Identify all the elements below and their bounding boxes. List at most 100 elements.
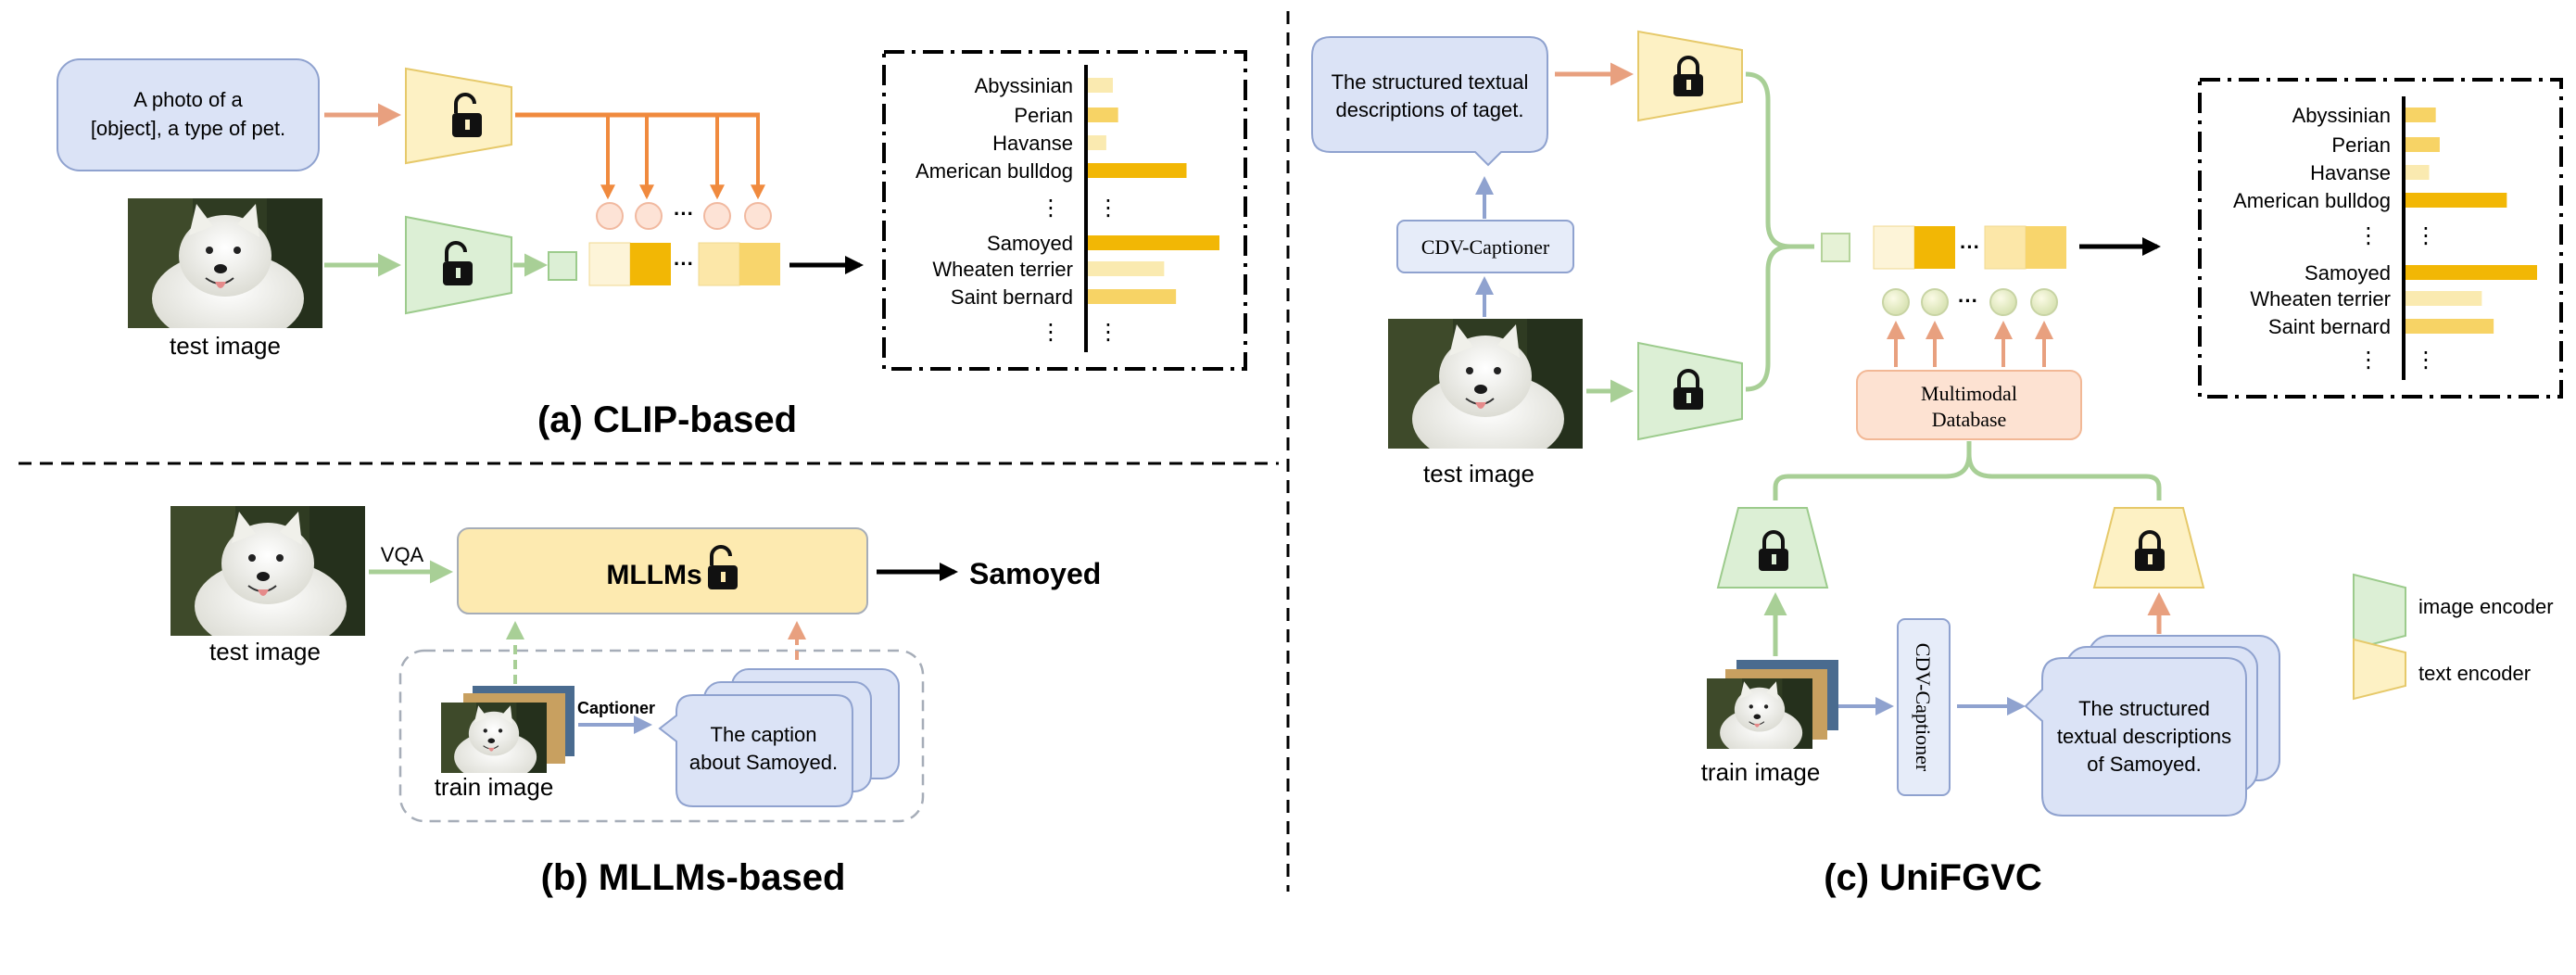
lock-open-icon bbox=[443, 241, 473, 285]
similarity-cell bbox=[630, 243, 671, 285]
samoyed-description-line-3: of Samoyed. bbox=[2087, 753, 2202, 776]
caption-line-2: about Samoyed. bbox=[689, 751, 838, 774]
bar bbox=[2406, 319, 2494, 334]
cdv-captioner-label: CDV-Captioner bbox=[1912, 643, 1935, 772]
training-context-box bbox=[398, 649, 925, 823]
multimodal-database bbox=[1856, 370, 2082, 440]
bar-label: Samoyed bbox=[987, 232, 1073, 255]
similarity-cell bbox=[1984, 225, 2027, 270]
bar-label: Wheaten terrier bbox=[932, 258, 1073, 281]
bar bbox=[1088, 78, 1113, 93]
target-description-line-1: The structured textual bbox=[1332, 70, 1529, 94]
test-image-label: test image bbox=[209, 638, 321, 665]
bar-label: American bulldog bbox=[2233, 189, 2391, 212]
text-feature-node bbox=[744, 202, 772, 230]
cdv-captioner-box bbox=[1396, 220, 1574, 273]
similarity-cell bbox=[2026, 226, 2066, 269]
test-image-c bbox=[1388, 319, 1583, 465]
text-encoder bbox=[2092, 507, 2205, 589]
mllms-output: Samoyed bbox=[969, 557, 1101, 590]
bar bbox=[2406, 108, 2436, 122]
text-feature-node bbox=[703, 202, 731, 230]
bar-label: Havanse bbox=[2310, 161, 2391, 184]
ellipsis: ··· bbox=[674, 202, 694, 225]
mllms-box bbox=[457, 527, 868, 614]
samoyed-description-line-2: textual descriptions bbox=[2057, 725, 2231, 748]
cdv-captioner-label: CDV-Captioner bbox=[1421, 235, 1550, 259]
bar bbox=[2406, 137, 2440, 152]
panel-a: A photo of a [object], a type of pet. ··… bbox=[57, 50, 1247, 440]
vdots: ⋮ bbox=[2415, 348, 2437, 373]
bar-label: Saint bernard bbox=[2268, 315, 2391, 338]
bar-label: Saint bernard bbox=[951, 285, 1073, 309]
vqa-label: VQA bbox=[381, 543, 424, 566]
bar-label: Samoyed bbox=[2305, 261, 2391, 285]
test-image-label: test image bbox=[1423, 460, 1534, 488]
mllms-label: MLLMs bbox=[606, 560, 701, 590]
test-image-b bbox=[170, 506, 365, 652]
database-feature-node bbox=[2030, 288, 2058, 316]
database-connector-right bbox=[1966, 453, 2162, 500]
cdv-captioner-box bbox=[1897, 618, 1951, 796]
similarity-cell bbox=[698, 242, 740, 286]
lock-closed-icon bbox=[1759, 530, 1788, 571]
bar bbox=[2406, 265, 2537, 280]
bar-label: Perian bbox=[1014, 104, 1073, 127]
image-encoder bbox=[1716, 507, 1829, 589]
samoyed-description-bubble bbox=[2024, 657, 2247, 817]
train-image-stack-c bbox=[1707, 660, 1838, 758]
panel-c: The structured textual descriptions of t… bbox=[1311, 30, 2563, 898]
image-feature bbox=[548, 251, 577, 281]
bar bbox=[1088, 235, 1219, 250]
prompt-line-2: [object], a type of pet. bbox=[91, 117, 285, 140]
bar-label: Havanse bbox=[992, 132, 1073, 155]
legend-image-encoder-label: image encoder bbox=[2418, 595, 2554, 618]
legend-text-encoder-label: text encoder bbox=[2418, 662, 2531, 685]
bar-label: American bulldog bbox=[915, 159, 1073, 183]
lock-open-icon bbox=[708, 545, 738, 589]
bar bbox=[1088, 108, 1118, 122]
lock-closed-icon bbox=[1673, 56, 1703, 96]
bar-label: Abyssinian bbox=[975, 74, 1073, 97]
vdots: ⋮ bbox=[1097, 196, 1119, 221]
bar bbox=[1088, 135, 1106, 150]
target-description-bubble bbox=[1311, 36, 1548, 167]
lock-closed-icon bbox=[2135, 530, 2165, 571]
database-feature-node bbox=[1921, 288, 1949, 316]
target-description-line-2: descriptions of taget. bbox=[1335, 98, 1523, 121]
legend-image-encoder-swatch bbox=[2353, 573, 2406, 651]
text-feature-node bbox=[596, 202, 624, 230]
bar bbox=[2406, 165, 2430, 180]
similarity-cell bbox=[1873, 225, 1915, 270]
database-connector-left bbox=[1773, 441, 1972, 500]
caption-bubble bbox=[658, 694, 853, 807]
ellipsis: ··· bbox=[1958, 289, 1978, 312]
legend-text-encoder-swatch bbox=[2353, 638, 2406, 701]
train-image-stack-b bbox=[441, 686, 575, 782]
text-feature-node bbox=[635, 202, 663, 230]
database-feature-node bbox=[1882, 288, 1910, 316]
train-image-label: train image bbox=[435, 773, 554, 801]
bar-label: Wheaten terrier bbox=[2250, 287, 2391, 310]
database-label-line-1: Multimodal bbox=[1921, 382, 2017, 405]
fused-feature bbox=[1821, 233, 1850, 262]
score-panel-a bbox=[882, 50, 1247, 371]
similarity-cell bbox=[1914, 226, 1955, 269]
database-label-line-2: Database bbox=[1932, 408, 2007, 431]
database-feature-node bbox=[1989, 288, 2017, 316]
panel-b: test image VQA MLLMs Samoyed train image… bbox=[170, 506, 1101, 898]
captioner-label: Captioner bbox=[577, 699, 655, 717]
merge-connector-top bbox=[1745, 71, 1814, 249]
bar bbox=[2406, 193, 2507, 208]
train-image-label: train image bbox=[1701, 758, 1821, 786]
vdots: ⋮ bbox=[1040, 196, 1062, 221]
caption-line-1: The caption bbox=[711, 723, 817, 746]
bar-label: Abyssinian bbox=[2292, 104, 2391, 127]
test-image-label: test image bbox=[170, 332, 281, 360]
bar bbox=[1088, 261, 1165, 276]
test-image-a bbox=[128, 198, 322, 345]
panel-a-title: (a) CLIP-based bbox=[537, 399, 797, 440]
